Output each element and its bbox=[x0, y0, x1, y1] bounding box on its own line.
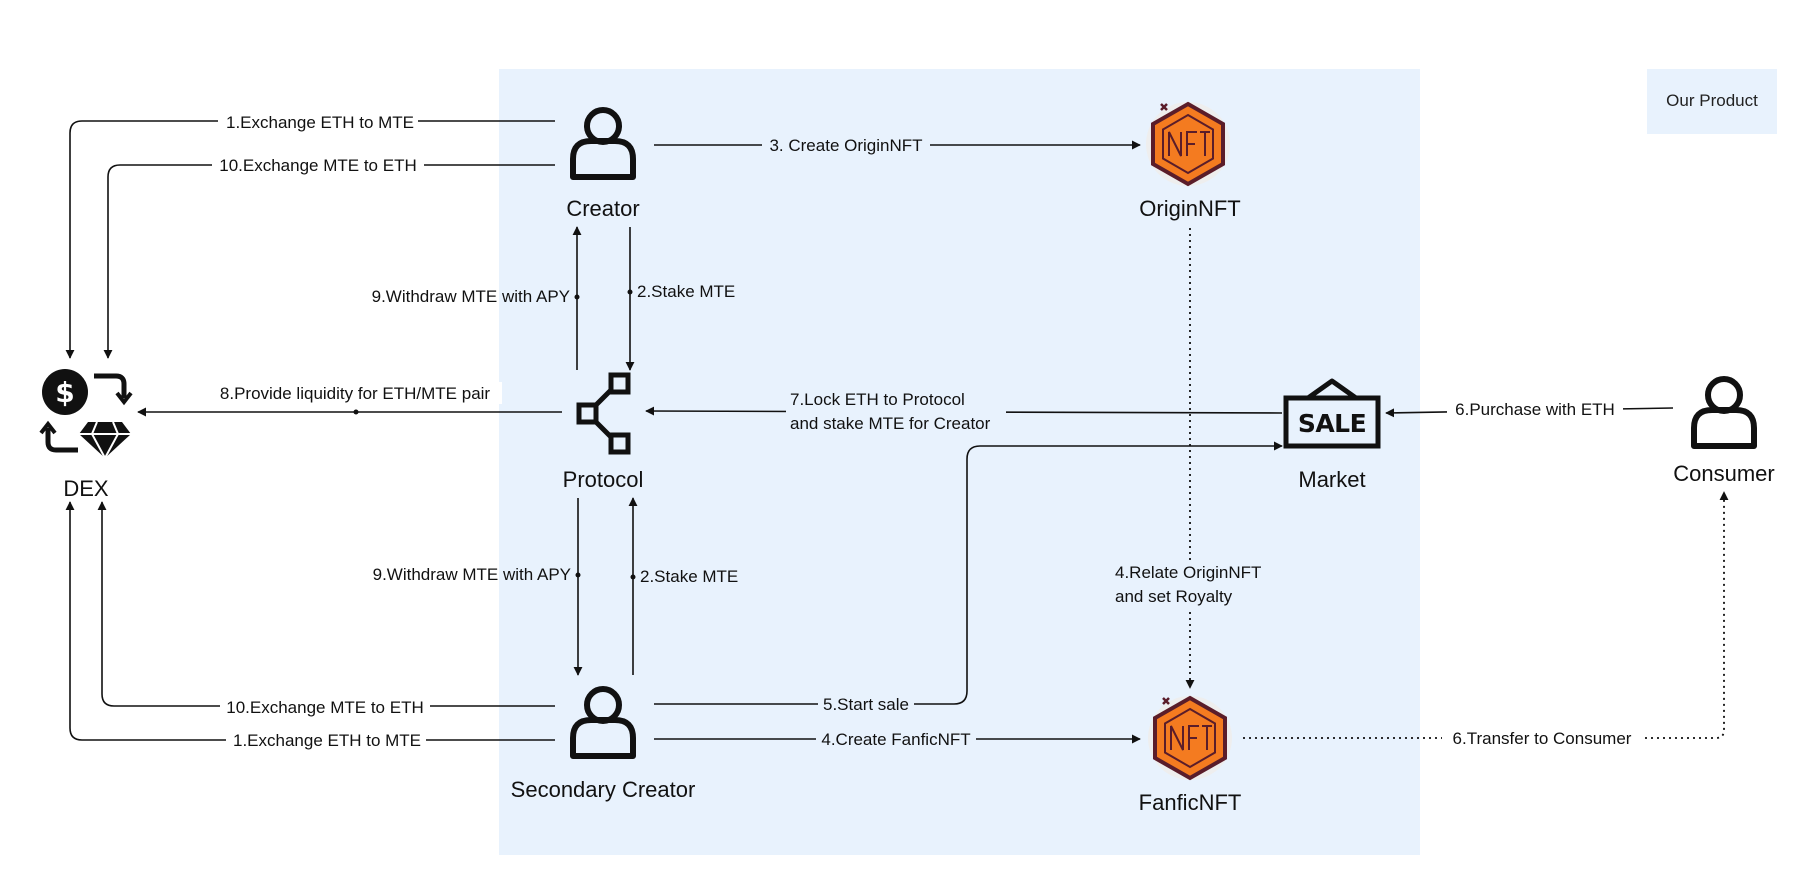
label-secondary-withdraw: 9.Withdraw MTE with APY bbox=[373, 565, 571, 584]
label-creator-withdraw: 9.Withdraw MTE with APY bbox=[372, 287, 570, 306]
legend: Our Product bbox=[1647, 69, 1777, 134]
label-start-sale: 5.Start sale bbox=[823, 695, 909, 714]
node-dex-label: DEX bbox=[63, 476, 109, 501]
protocol-nodes-icon bbox=[576, 372, 631, 455]
node-creator[interactable]: Creator bbox=[566, 110, 640, 221]
svg-text:SALE: SALE bbox=[1298, 409, 1366, 438]
label-creator-exchange-eth-mte: 1.Exchange ETH to MTE bbox=[226, 113, 414, 132]
sale-sign-icon: SALE bbox=[1283, 378, 1381, 449]
node-fanficnft-label: FanficNFT bbox=[1139, 790, 1242, 815]
label-create-fanficnft: 4.Create FanficNFT bbox=[821, 730, 970, 749]
legend-swatch bbox=[1647, 69, 1777, 134]
node-secondary-creator-label: Secondary Creator bbox=[511, 777, 696, 802]
node-consumer[interactable]: Consumer bbox=[1673, 379, 1775, 486]
node-market-label: Market bbox=[1298, 467, 1365, 492]
node-originnft-label: OriginNFT bbox=[1139, 196, 1240, 221]
edge-start-sale bbox=[654, 441, 1283, 705]
person-icon bbox=[1694, 379, 1754, 446]
product-zone bbox=[499, 69, 1420, 855]
label-relate-line1: 4.Relate OriginNFT bbox=[1115, 563, 1261, 582]
nft-hexagon-icon bbox=[1146, 694, 1234, 782]
legend-label: Our Product bbox=[1666, 91, 1758, 110]
label-transfer-consumer: 6.Transfer to Consumer bbox=[1453, 729, 1632, 748]
nft-hexagon-icon bbox=[1144, 100, 1232, 188]
node-secondary-creator[interactable]: Secondary Creator bbox=[511, 689, 696, 802]
label-creator-stake: 2.Stake MTE bbox=[637, 282, 735, 301]
label-purchase-eth: 6.Purchase with ETH bbox=[1455, 400, 1615, 419]
label-secondary-exchange-mte-eth: 10.Exchange MTE to ETH bbox=[226, 698, 423, 717]
node-protocol[interactable]: Protocol bbox=[563, 372, 644, 492]
label-create-originnft: 3. Create OriginNFT bbox=[769, 136, 922, 155]
edge-creator-exchange-eth-mte bbox=[65, 120, 555, 359]
node-dex[interactable]: $ DEX bbox=[39, 369, 133, 501]
dex-exchange-icon: $ bbox=[39, 369, 133, 461]
label-provide-liquidity: 8.Provide liquidity for ETH/MTE pair bbox=[220, 384, 491, 403]
label-creator-exchange-mte-eth: 10.Exchange MTE to ETH bbox=[219, 156, 416, 175]
label-secondary-stake: 2.Stake MTE bbox=[640, 567, 738, 586]
node-originnft[interactable]: OriginNFT bbox=[1139, 100, 1241, 221]
edge-secondary-exchange-eth-mte bbox=[65, 501, 555, 741]
edge-secondary-exchange-mte-eth bbox=[97, 501, 555, 707]
node-market[interactable]: SALE Market bbox=[1283, 378, 1381, 492]
edge-labels: 1.Exchange ETH to MTE 10.Exchange MTE to… bbox=[208, 111, 1642, 751]
node-creator-label: Creator bbox=[566, 196, 639, 221]
svg-text:$: $ bbox=[55, 376, 74, 409]
node-fanficnft[interactable]: FanficNFT bbox=[1139, 694, 1242, 815]
node-consumer-label: Consumer bbox=[1673, 461, 1774, 486]
node-protocol-label: Protocol bbox=[563, 467, 644, 492]
edge-creator-exchange-mte-eth bbox=[103, 164, 555, 359]
label-secondary-exchange-eth-mte: 1.Exchange ETH to MTE bbox=[233, 731, 421, 750]
label-relate-line2: and set Royalty bbox=[1115, 587, 1233, 606]
label-lock-eth-line2: and stake MTE for Creator bbox=[790, 414, 991, 433]
label-lock-eth-line1: 7.Lock ETH to Protocol bbox=[790, 390, 965, 409]
